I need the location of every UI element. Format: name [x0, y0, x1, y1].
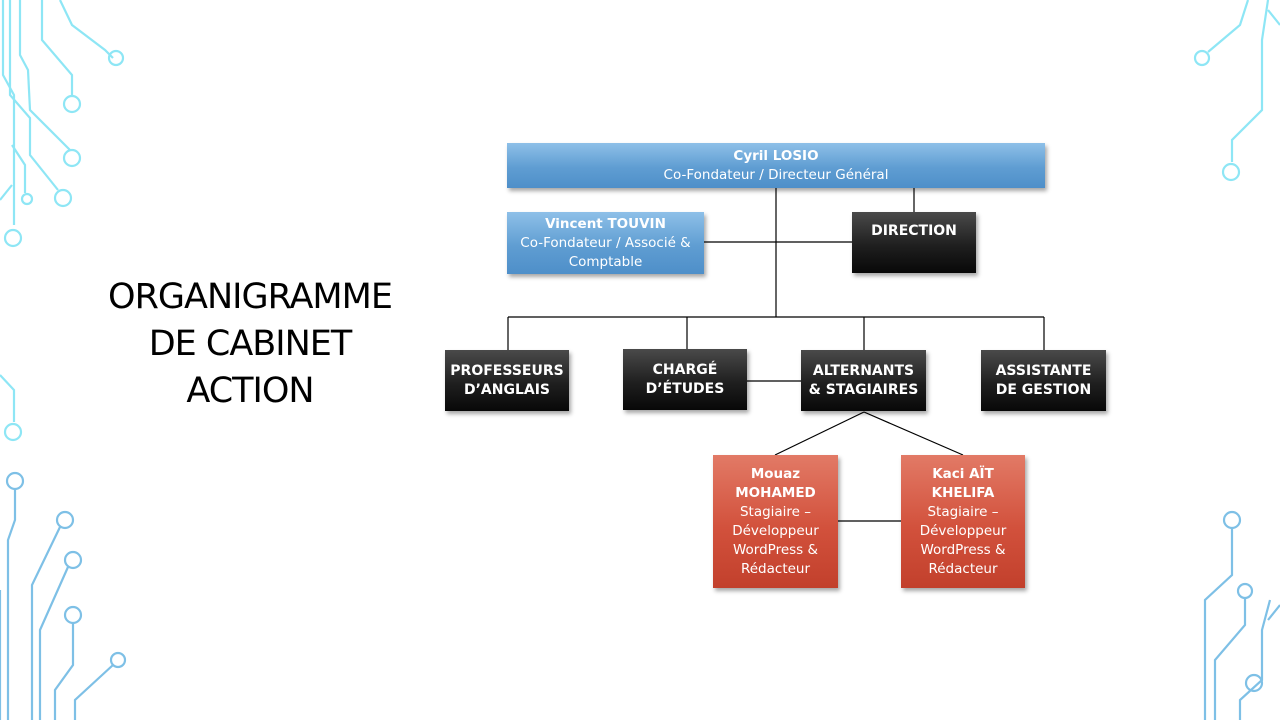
intern2-role-line-2: Développeur [919, 522, 1007, 539]
associate-role-line-2: Comptable [568, 253, 643, 270]
ceo-box: Cyril LOSIO Co-Fondateur / Directeur Gén… [507, 143, 1045, 188]
intern2-role-line-3: WordPress & [920, 541, 1006, 558]
intern1-name-line-1: Mouaz [750, 465, 801, 482]
assistant-box: ASSISTANTE DE GESTION [981, 350, 1106, 411]
slide-title-line-2: DE CABINET [148, 324, 353, 364]
associate-name: Vincent TOUVIN [545, 215, 666, 232]
intern2-role-line-1: Stagiaire – [927, 503, 999, 520]
associate-box: Vincent TOUVIN Co-Fondateur / Associé & … [507, 212, 704, 274]
slide-title: ORGANIGRAMME DE CABINET ACTION [90, 274, 410, 415]
slide-title-line-1: ORGANIGRAMME [108, 277, 393, 317]
intern1-role-line-1: Stagiaire – [739, 503, 812, 520]
intern1-box: Mouaz MOHAMED Stagiaire – Développeur Wo… [713, 455, 838, 588]
ceo-role: Co-Fondateur / Directeur Général [663, 166, 889, 183]
intern2-role-line-4: Rédacteur [928, 560, 998, 577]
direction-label: DIRECTION [871, 223, 957, 239]
studies-line-1: CHARGÉ [652, 361, 718, 378]
slide-title-line-3: ACTION [186, 371, 314, 411]
teachers-line-1: PROFESSEURS [450, 362, 564, 379]
interns-line-2: & STAGIAIRES [808, 381, 919, 398]
intern2-box: Kaci AÏT KHELIFA Stagiaire – Développeur… [901, 455, 1025, 588]
studies-line-2: D’ÉTUDES [645, 380, 725, 397]
intern2-name-line-2: KHELIFA [931, 484, 995, 501]
intern1-role-line-4: Rédacteur [740, 560, 811, 577]
interns-box: ALTERNANTS & STAGIAIRES [801, 350, 926, 411]
intern2-name-line-1: Kaci AÏT [932, 465, 994, 482]
teachers-line-2: D’ANGLAIS [463, 381, 551, 398]
direction-box: DIRECTION [852, 212, 976, 273]
associate-role-line-1: Co-Fondateur / Associé & [520, 234, 691, 251]
intern1-role-line-2: Développeur [732, 522, 819, 539]
intern1-role-line-3: WordPress & [732, 541, 819, 558]
assistant-line-1: ASSISTANTE [995, 362, 1092, 379]
studies-box: CHARGÉ D’ÉTUDES [623, 349, 747, 410]
intern1-name-line-2: MOHAMED [735, 484, 816, 501]
assistant-line-2: DE GESTION [995, 381, 1092, 398]
interns-line-1: ALTERNANTS [812, 362, 915, 379]
teachers-box: PROFESSEURS D’ANGLAIS [445, 350, 569, 411]
ceo-name: Cyril LOSIO [733, 147, 819, 164]
